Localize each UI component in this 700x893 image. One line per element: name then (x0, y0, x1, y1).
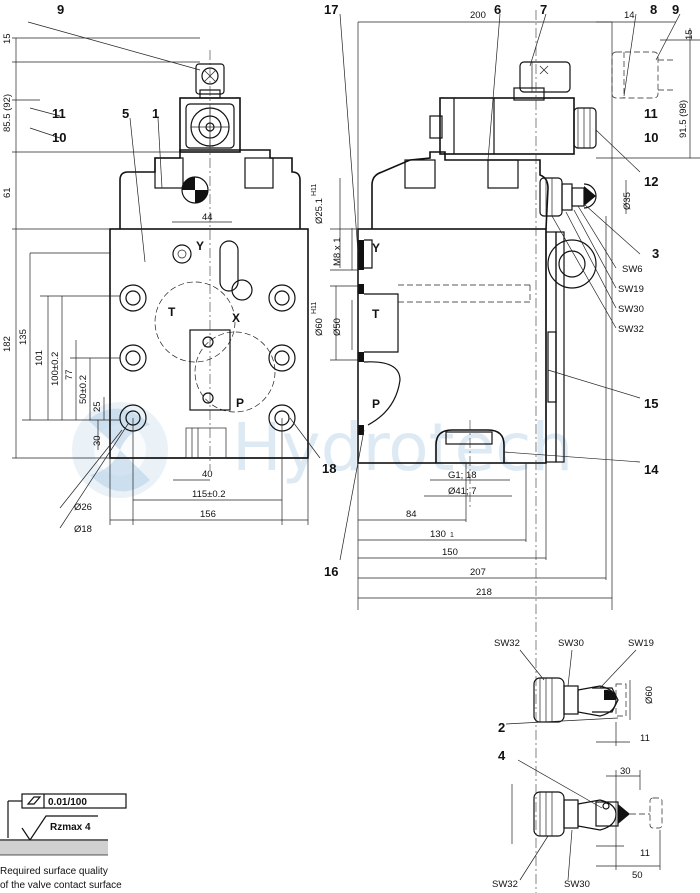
dim-sw32: SW32 (618, 324, 644, 335)
dim-50: 50±0.2 (78, 375, 89, 404)
dim-dia-25-1-tolerance: H11 (311, 184, 318, 196)
callout-16: 16 (324, 564, 338, 579)
watermark-logo: Hydrotech (72, 402, 573, 498)
callout-5: 5 (122, 106, 129, 121)
callout-9-right: 9 (672, 2, 679, 17)
callout-1: 1 (152, 106, 159, 121)
port-p-label: P (236, 396, 244, 410)
roughness-value: Rzmax 4 (50, 822, 91, 833)
surface-caption-line2: of the valve contact surface (0, 880, 122, 891)
watermark-text: Hydrotech (232, 409, 573, 486)
callout-17: 17 (324, 2, 338, 17)
dim-sw32-detail4: SW32 (492, 879, 518, 890)
dim-101: 101 (34, 350, 45, 366)
callout-9-left: 9 (57, 2, 64, 17)
detail-4-view (511, 759, 663, 881)
alternate-plug-outline (611, 51, 659, 99)
side-view (330, 10, 700, 893)
callout-3: 3 (652, 246, 659, 261)
dim-dia-35: Ø35 (622, 192, 633, 210)
dim-182: 182 (2, 336, 13, 352)
dim-sw30-detail4: SW30 (564, 879, 590, 890)
dim-85-5: 85.5 (92) (2, 94, 13, 132)
dim-11-detail2: 11 (640, 733, 650, 744)
solenoid-pilot (439, 97, 575, 155)
dim-115: 115±0.2 (192, 489, 226, 500)
callout-10-left: 10 (52, 130, 66, 145)
dim-30-left: 30 (92, 435, 103, 446)
port-x-label: X (232, 311, 240, 325)
dim-130: 130 (430, 529, 446, 540)
dim-84: 84 (406, 509, 417, 520)
callout-4: 4 (498, 748, 506, 763)
dim-30-detail4: 30 (620, 766, 631, 777)
callout-2: 2 (498, 720, 505, 735)
dim-218: 218 (476, 587, 492, 598)
dim-dia-26: Ø26 (74, 502, 92, 513)
roughness-symbol (29, 815, 98, 841)
mounting-bolt-holes (119, 284, 296, 432)
dim-207: 207 (470, 567, 486, 578)
dim-135: 135 (18, 329, 29, 345)
dim-14: 14 (624, 10, 635, 21)
detail-2-view (505, 649, 637, 746)
callout-15: 15 (644, 396, 658, 411)
front-view (12, 21, 321, 529)
dim-sw19: SW19 (618, 284, 644, 295)
dim-sw30: SW30 (618, 304, 644, 315)
dim-15-left: 15 (2, 33, 13, 44)
adjustment-screw (539, 177, 563, 217)
port-y-hole (172, 244, 192, 264)
lifting-eye (547, 239, 597, 289)
surface-caption-line1: Required surface quality (0, 866, 108, 877)
dim-61: 61 (2, 187, 13, 198)
callout-18: 18 (322, 461, 336, 476)
dim-m8: M8 x 1 (332, 237, 343, 266)
dim-11-detail4: 11 (640, 848, 650, 859)
dim-dia-60-detail2: Ø60 (644, 686, 655, 704)
callout-10-right: 10 (644, 130, 658, 145)
dim-200: 200 (470, 10, 486, 21)
callout-11-left: 11 (52, 106, 66, 121)
plug-connector (519, 61, 571, 93)
callout-8: 8 (650, 2, 657, 17)
dim-dia-18: Ø18 (74, 524, 92, 535)
callout-14: 14 (644, 462, 659, 477)
dim-40: 40 (202, 469, 213, 480)
dim-150: 150 (442, 547, 458, 558)
flatness-tolerance: 0.01/100 (48, 797, 87, 808)
dim-dia-60-tolerance: H11 (311, 302, 318, 314)
dim-15-right: 15 (684, 29, 695, 40)
port-y-side-label: Y (372, 241, 380, 255)
callout-7: 7 (540, 2, 547, 17)
dim-sw30-detail2: SW30 (558, 638, 584, 649)
dim-91-5: 91.5 (98) (678, 100, 689, 138)
dim-sw6: SW6 (622, 264, 643, 275)
dim-dia-41: Ø41; 7 (448, 486, 477, 497)
dim-25: 25 (92, 401, 103, 412)
dim-g1: G1; 18 (448, 470, 477, 481)
flatness-icon (26, 796, 42, 805)
dim-44: 44 (202, 212, 213, 223)
port-t-label: T (168, 305, 176, 319)
dim-130-tolerance: 1 (450, 532, 454, 539)
dim-77: 77 (64, 369, 75, 380)
dim-sw19-detail2: SW19 (628, 638, 654, 649)
port-y-label: Y (196, 239, 204, 253)
dim-156: 156 (200, 509, 216, 520)
port-t-side-label: T (372, 307, 380, 321)
dim-100: 100±0.2 (50, 352, 61, 386)
dim-dia-50-side: Ø50 (332, 318, 343, 336)
dim-50-detail4: 50 (632, 870, 643, 881)
port-p-side-label: P (372, 397, 380, 411)
callout-12: 12 (644, 174, 658, 189)
dim-sw32-detail2: SW32 (494, 638, 520, 649)
callout-6: 6 (494, 2, 501, 17)
dim-dia-25-1: Ø25.1 (314, 198, 325, 224)
surface-quality-symbol (0, 793, 127, 856)
dim-dia-60-side: Ø60 (314, 318, 325, 336)
callout-11-right: 11 (644, 106, 658, 121)
